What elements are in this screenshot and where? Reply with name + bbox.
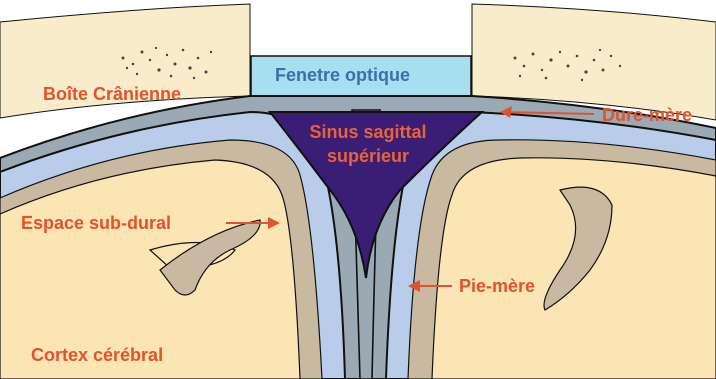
label-sinus: Sinus sagittal supérieur: [288, 120, 448, 168]
label-dura-mater: Dure-mère: [602, 106, 692, 124]
label-skull: Boîte Crânienne: [43, 85, 181, 103]
label-sinus-line2: supérieur: [288, 144, 448, 168]
label-optical-window: Fenetre optique: [275, 66, 410, 84]
label-subdural-space: Espace sub-dural: [21, 214, 171, 232]
label-pia-mater: Pie-mère: [459, 277, 535, 295]
label-cortex: Cortex cérébral: [31, 346, 163, 364]
label-sinus-line1: Sinus sagittal: [288, 120, 448, 144]
